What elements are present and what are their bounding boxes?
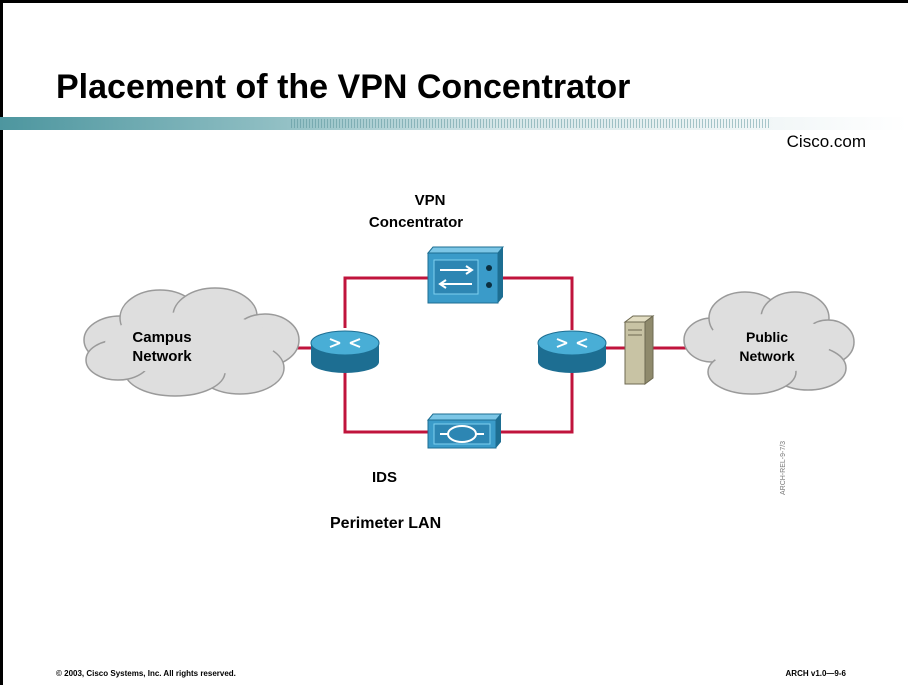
link-ids-to-right-router <box>498 367 574 434</box>
campus-network-label-line2: Network <box>132 348 192 365</box>
perimeter-lan-label: Perimeter LAN <box>330 515 441 532</box>
vpn-label-line1: VPN <box>415 192 446 209</box>
slide-number-footer: ARCH v1.0—9-6 <box>785 669 846 678</box>
vpn-concentrator-icon <box>426 246 505 304</box>
server-icon <box>623 315 655 385</box>
public-cloud-fill <box>706 314 830 374</box>
slide-title: Placement of the VPN Concentrator <box>56 68 631 106</box>
right-router-icon <box>537 330 607 373</box>
left-router-icon <box>310 330 380 373</box>
vpn-label-line2: Concentrator <box>369 214 463 231</box>
ids-icon <box>426 413 503 449</box>
campus-cloud-fill <box>105 312 275 376</box>
public-network-label-line1: Public <box>746 329 788 345</box>
link-left-router-to-vpn <box>343 276 428 328</box>
header-bar <box>0 117 908 130</box>
ids-label: IDS <box>372 469 397 486</box>
figure-code: ARCH-REL-9-7/3 <box>780 440 787 495</box>
slide-frame-top <box>0 0 908 3</box>
copyright-footer: © 2003, Cisco Systems, Inc. All rights r… <box>56 669 236 678</box>
campus-network-label-line1: Campus <box>132 329 191 346</box>
slide-frame-left <box>0 0 3 685</box>
cisco-com-label: Cisco.com <box>786 132 866 151</box>
public-network-label-line2: Network <box>739 348 794 364</box>
link-left-router-to-ids <box>343 368 428 434</box>
link-vpn-to-right-router <box>500 276 574 330</box>
